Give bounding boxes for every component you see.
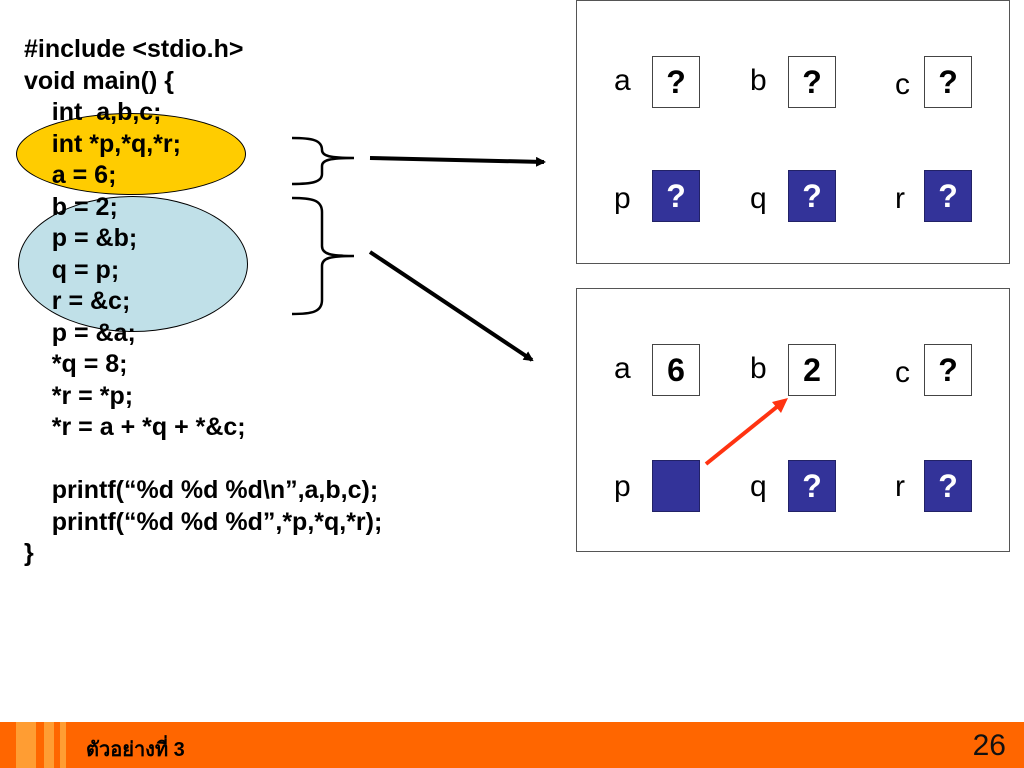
- brace-assignments: [291, 196, 355, 316]
- var-label-p: p: [614, 182, 631, 215]
- footer-bar: [0, 722, 1024, 768]
- code-line: printf(“%d %d %d”,*p,*q,*r);: [24, 507, 383, 536]
- var-label-r: r: [895, 182, 905, 215]
- code-line: r = &c;: [24, 287, 131, 315]
- var-box-b: 2: [788, 344, 836, 396]
- code-listing: #include <stdio.h> void main() { int a,b…: [24, 34, 382, 570]
- ptr-box-r: ?: [924, 170, 972, 222]
- ptr-box-q: ?: [788, 170, 836, 222]
- var-label-c: c: [895, 68, 910, 101]
- code-line: p = &a;: [24, 318, 136, 347]
- ptr-box-p: [652, 460, 700, 512]
- var-label-b: b: [750, 352, 767, 385]
- footer-accent: [60, 722, 66, 768]
- code-line: q = p;: [24, 255, 120, 284]
- code-line: *r = a + *q + *&c;: [24, 413, 246, 441]
- declarations-highlight: [16, 113, 246, 195]
- var-label-q: q: [750, 182, 767, 215]
- var-label-b: b: [750, 64, 767, 97]
- var-label-a: a: [614, 64, 631, 97]
- footer-title: ตัวอย่างที่ 3: [86, 739, 185, 761]
- footer-accent: [16, 722, 36, 768]
- assignments-highlight: [18, 196, 248, 332]
- code-line: *q = 8;: [24, 350, 128, 378]
- code-line: #include <stdio.h>: [24, 35, 244, 63]
- pointer-p-to-b-arrow: [704, 404, 780, 466]
- arrow-to-initial-panel: [369, 156, 546, 167]
- brace-declarations: [291, 136, 355, 186]
- ptr-box-p: ?: [652, 170, 700, 222]
- pointer-p-to-b-arrowhead: [772, 398, 788, 413]
- var-label-c: c: [895, 356, 910, 389]
- code-line: int *p,*q,*r;: [24, 129, 181, 158]
- var-label-q: q: [750, 470, 767, 503]
- ptr-box-q: ?: [788, 460, 836, 512]
- var-box-c: ?: [924, 56, 972, 108]
- code-line: }: [24, 539, 34, 567]
- var-label-p: p: [614, 470, 631, 503]
- code-line: b = 2;: [24, 192, 118, 221]
- code-line: printf(“%d %d %d\n”,a,b,c);: [24, 476, 379, 504]
- footer-accent: [44, 722, 54, 768]
- var-box-b: ?: [788, 56, 836, 108]
- code-line: a = 6;: [24, 161, 117, 189]
- code-line: void main() {: [24, 66, 175, 95]
- var-box-a: ?: [652, 56, 700, 108]
- code-line: p = &b;: [24, 224, 138, 252]
- code-line: *r = *p;: [24, 381, 134, 410]
- var-label-a: a: [614, 352, 631, 385]
- arrow-to-assigned-panel: [368, 250, 534, 362]
- var-box-c: ?: [924, 344, 972, 396]
- page-number: 26: [972, 729, 1006, 762]
- var-box-a: 6: [652, 344, 700, 396]
- code-line: int a,b,c;: [24, 98, 162, 126]
- var-label-r: r: [895, 470, 905, 503]
- ptr-box-r: ?: [924, 460, 972, 512]
